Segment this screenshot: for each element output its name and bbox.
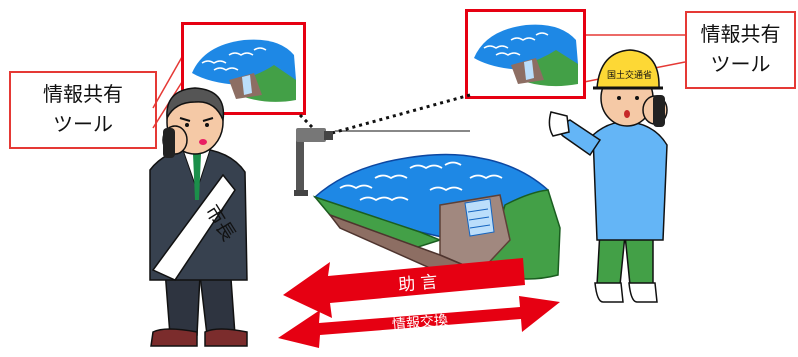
left-monitor-river-thumbnail <box>192 39 296 102</box>
left-monitor-screen <box>181 22 306 115</box>
worker-helmet-label: 国土交通省 <box>607 69 652 81</box>
left-callout-line2: ツール <box>53 112 113 136</box>
cctv-camera-icon <box>294 128 333 196</box>
right-callout-line2: ツール <box>710 52 771 76</box>
left-callout-line1: 情報共有 <box>43 82 123 106</box>
advice-arrow-label: 助 言 <box>397 272 439 296</box>
right-monitor-river-thumbnail <box>474 24 578 87</box>
river-embankment-illustration <box>312 153 561 281</box>
worker-figure: 国土交通省 <box>548 49 668 303</box>
right-callout-line1: 情報共有 <box>700 22 781 46</box>
info-exchange-arrow <box>278 296 560 348</box>
mayor-figure: 市長 <box>149 87 248 347</box>
advice-arrow <box>283 258 525 318</box>
right-monitor-screen <box>465 9 586 99</box>
right-info-sharing-callout: 情報共有 ツール <box>685 11 796 89</box>
left-info-sharing-callout: 情報共有 ツール <box>9 71 157 149</box>
